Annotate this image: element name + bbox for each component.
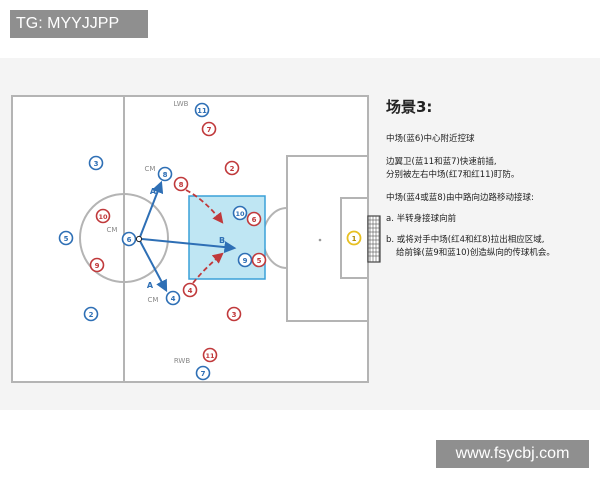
watermark: www.fsycbj.com [436,440,589,468]
player-blue-10: 10 [232,205,248,221]
arrow-a-top-label: A [150,187,157,196]
svg-text:8: 8 [179,181,184,189]
svg-text:8: 8 [163,171,168,179]
svg-text:3: 3 [232,311,237,319]
player-blue-3: 3 [88,155,104,171]
target-zone [188,195,266,280]
top-tag: TG: MYYJJPP [10,10,148,38]
cm-left-label: CM [107,226,118,234]
svg-text:1: 1 [352,235,357,243]
note-line-7: 给前锋(蓝9和蓝10)创造纵向的传球机会。 [396,248,555,258]
svg-text:5: 5 [64,235,69,243]
player-blue-6: 6 [121,231,137,247]
svg-text:6: 6 [127,236,132,244]
arrow-b [141,238,237,254]
svg-text:4: 4 [188,287,193,295]
svg-text:5: 5 [257,257,262,265]
note-line-4: 中场(蓝4或蓝8)由中路向边路移动接球: [386,193,534,203]
scene-title: 场景3: [386,98,433,116]
player-red-5: 5 [251,252,267,268]
note-line-5: a. 半转身接球向前 [386,214,457,224]
svg-text:9: 9 [243,257,248,265]
player-red-3: 3 [226,306,242,322]
player-red-8: 8 [173,176,189,192]
player-blue-2: 2 [83,306,99,322]
goal [367,215,381,263]
svg-text:9: 9 [95,262,100,270]
svg-text:2: 2 [230,165,235,173]
player-red-6: 6 [246,211,262,227]
arrow-a-bottom-label: A [147,281,154,290]
svg-text:6: 6 [252,216,257,224]
svg-text:11: 11 [197,107,207,115]
player-blue-5: 5 [58,230,74,246]
note-line-6: b. 或将对手中场(红4和红8)拉出相应区域, [386,235,545,245]
player-red-4: 4 [182,282,198,298]
svg-text:7: 7 [207,126,212,134]
player-blue-7: 7 [195,365,211,381]
svg-text:4: 4 [171,295,176,303]
rwb-label: RWB [174,357,191,365]
red8-run-arrow [185,189,224,224]
svg-text:10: 10 [235,210,245,218]
player-blue-4: 4 [165,290,181,306]
player-keeper-1: 1 [346,230,362,246]
player-blue-9: 9 [237,252,253,268]
svg-text:7: 7 [201,370,206,378]
center-circle [79,193,169,283]
svg-text:3: 3 [94,160,99,168]
ball-icon [135,235,143,243]
player-red-11: 11 [202,347,218,363]
cm-bottom-label: CM [148,296,159,304]
player-red-10: 10 [95,208,111,224]
note-line-1: 中场(蓝6)中心附近控球 [386,134,475,144]
player-red-9: 9 [89,257,105,273]
arrow-a-top [139,180,164,238]
arrow-a-bottom [139,240,168,293]
player-blue-11: 11 [194,102,210,118]
player-red-7: 7 [201,121,217,137]
note-line-2: 边翼卫(蓝11和蓝7)快速前插, [386,157,497,167]
player-blue-8: 8 [157,166,173,182]
note-line-3: 分别被左右中场(红7和红11)盯防。 [386,170,520,180]
cm-top-label: CM [145,165,156,173]
lwb-label: LWB [174,100,189,108]
player-red-2: 2 [224,160,240,176]
arrow-b-label: B [219,236,225,245]
svg-text:2: 2 [89,311,94,319]
svg-text:11: 11 [205,352,215,360]
scene-notes: 场景3: 中场(蓝6)中心附近控球 边翼卫(蓝11和蓝7)快速前插, 分别被左右… [386,96,596,260]
goal-net [368,216,380,262]
penalty-spot [318,238,322,242]
red4-run-arrow [192,252,224,284]
svg-text:10: 10 [98,213,108,221]
